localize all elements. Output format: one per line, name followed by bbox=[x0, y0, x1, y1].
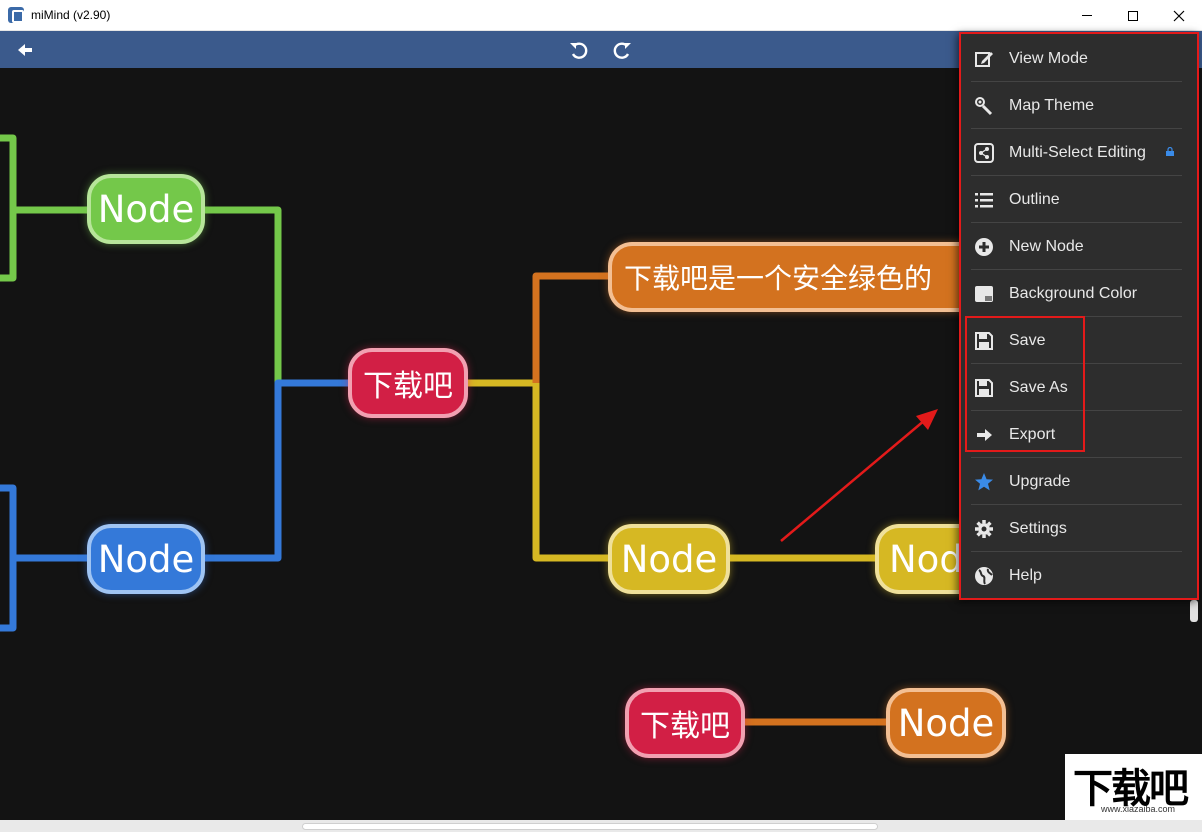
menu-item-label: Settings bbox=[1009, 519, 1067, 537]
list-icon bbox=[973, 189, 995, 211]
plus-circle-icon bbox=[973, 236, 995, 258]
title-bar: miMind (v2.90) bbox=[0, 0, 1202, 31]
menu-item-export[interactable]: Export bbox=[971, 412, 1182, 458]
menu-item-label: Upgrade bbox=[1009, 472, 1071, 490]
menu-item-background-color[interactable]: Background Color bbox=[971, 271, 1182, 317]
menu-item-label: Save As bbox=[1009, 378, 1068, 396]
undo-icon bbox=[570, 42, 588, 59]
arrow-right-icon bbox=[973, 424, 995, 446]
minimize-button[interactable] bbox=[1064, 0, 1110, 31]
node-blue-bottom[interactable]: Node bbox=[87, 524, 205, 594]
node-red-bottom[interactable]: 下载吧 bbox=[625, 688, 745, 758]
menu-item-label: Export bbox=[1009, 425, 1056, 443]
menu-item-label: Save bbox=[1009, 331, 1046, 349]
redo-button[interactable] bbox=[609, 37, 635, 63]
menu-item-label: Multi-Select Editing bbox=[1009, 143, 1146, 161]
close-button[interactable] bbox=[1156, 0, 1202, 31]
horizontal-scrollbar[interactable] bbox=[0, 820, 1202, 832]
undo-button[interactable] bbox=[566, 37, 592, 63]
background-icon bbox=[973, 283, 995, 305]
maximize-button[interactable] bbox=[1110, 0, 1156, 31]
menu-item-label: Outline bbox=[1009, 190, 1060, 208]
back-button[interactable] bbox=[12, 37, 38, 63]
magic-wand-icon bbox=[973, 95, 995, 117]
menu-item-label: Map Theme bbox=[1009, 96, 1095, 114]
menu-item-save-as[interactable]: Save As bbox=[971, 365, 1182, 411]
globe-icon bbox=[973, 565, 995, 587]
floppy-icon bbox=[973, 330, 995, 352]
node-center[interactable]: 下载吧 bbox=[348, 348, 468, 418]
save-options-highlight bbox=[965, 316, 1085, 452]
menu-item-upgrade[interactable]: Upgrade bbox=[971, 459, 1182, 505]
watermark-logo: 下载吧 www.xiazaiba.com bbox=[1065, 754, 1202, 820]
node-orange-top[interactable]: 下载吧是一个安全绿色的 bbox=[608, 242, 968, 312]
menu-item-label: Background Color bbox=[1009, 284, 1138, 302]
edit-icon bbox=[973, 48, 995, 70]
node-orange-bottom[interactable]: Node bbox=[886, 688, 1006, 758]
app-icon bbox=[8, 7, 24, 23]
menu-item-label: New Node bbox=[1009, 237, 1084, 255]
watermark-title: 下载吧 bbox=[1073, 766, 1189, 812]
share-nodes-icon bbox=[973, 142, 995, 164]
menu-item-settings[interactable]: Settings bbox=[971, 506, 1182, 552]
menu-item-outline[interactable]: Outline bbox=[971, 177, 1182, 223]
lock-icon bbox=[1166, 147, 1174, 156]
connector-lines bbox=[0, 134, 888, 726]
vertical-scroll-thumb[interactable] bbox=[1190, 600, 1198, 622]
menu-item-label: View Mode bbox=[1009, 49, 1088, 67]
menu-item-map-theme[interactable]: Map Theme bbox=[971, 83, 1182, 129]
window-title: miMind (v2.90) bbox=[31, 8, 111, 22]
floppy-icon bbox=[973, 377, 995, 399]
node-green-top[interactable]: Node bbox=[87, 174, 205, 244]
close-icon bbox=[1173, 10, 1185, 21]
watermark-url: www.xiazaiba.com bbox=[1101, 804, 1176, 814]
back-arrow-icon bbox=[18, 44, 32, 56]
menu-item-help[interactable]: Help bbox=[971, 553, 1182, 599]
minimize-icon bbox=[1082, 15, 1092, 16]
horizontal-scroll-thumb[interactable] bbox=[302, 823, 878, 830]
menu-item-view-mode[interactable]: View Mode bbox=[971, 36, 1182, 82]
menu-item-save[interactable]: Save bbox=[971, 318, 1182, 364]
menu-item-multi-select-editing[interactable]: Multi-Select Editing bbox=[971, 130, 1182, 176]
star-icon bbox=[973, 471, 995, 493]
menu-item-new-node[interactable]: New Node bbox=[971, 224, 1182, 270]
menu-item-label: Help bbox=[1009, 567, 1042, 584]
redo-icon bbox=[613, 42, 631, 59]
maximize-icon bbox=[1128, 10, 1138, 21]
options-menu: View Mode Map Theme Multi-Select Editing… bbox=[959, 32, 1199, 600]
gear-icon bbox=[973, 518, 995, 540]
node-yellow-right[interactable]: Nod bbox=[875, 524, 965, 594]
node-yellow-mid[interactable]: Node bbox=[608, 524, 730, 594]
